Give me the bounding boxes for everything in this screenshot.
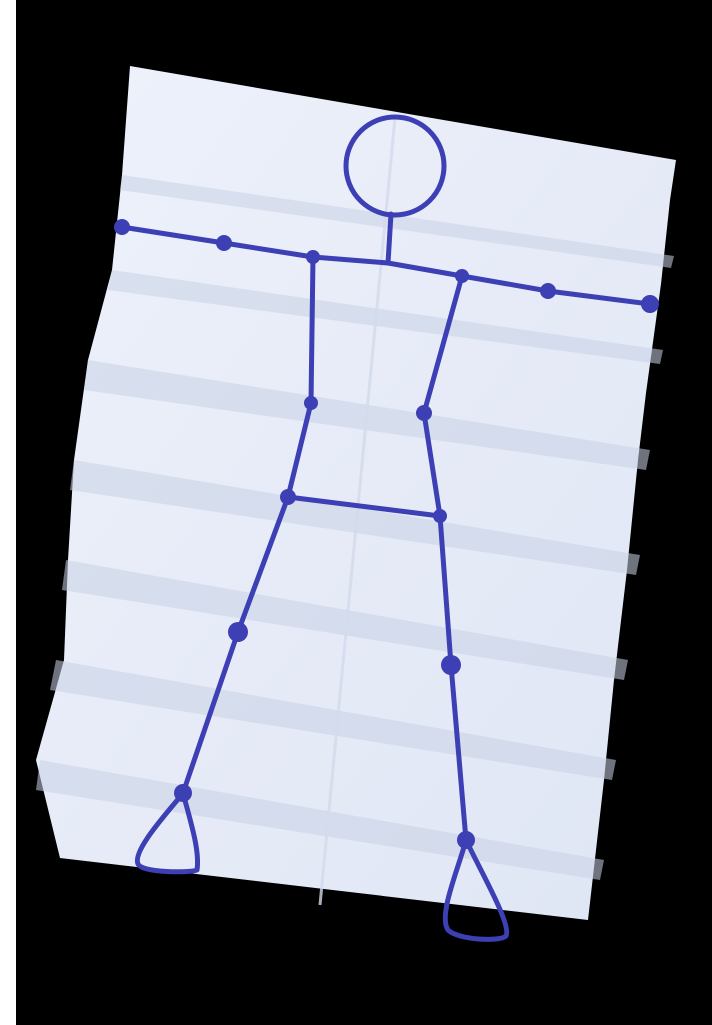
- joint-right-hand: [641, 295, 659, 313]
- joint-right-knee: [441, 655, 461, 675]
- joint-right-hip: [433, 509, 447, 523]
- joint-left-knee: [228, 622, 248, 642]
- joint-left-elbow: [216, 235, 232, 251]
- joint-right-waist: [416, 405, 432, 421]
- joint-left-shoulder: [306, 250, 320, 264]
- figure-neck: [388, 214, 391, 263]
- joint-left-waist: [304, 396, 318, 410]
- joint-right-ankle: [457, 831, 475, 849]
- joint-left-hand: [114, 219, 130, 235]
- joint-right-elbow: [540, 283, 556, 299]
- joint-left-hip: [280, 489, 296, 505]
- joint-left-ankle: [174, 784, 192, 802]
- joint-right-shoulder: [455, 269, 469, 283]
